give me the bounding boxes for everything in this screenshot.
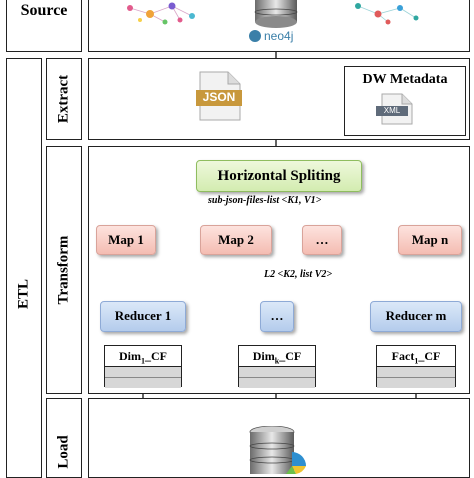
etl-label: ETL xyxy=(15,278,32,310)
graph-network-icon-2 xyxy=(355,3,419,25)
map-n-node: Map n xyxy=(398,225,462,255)
transform-label-box xyxy=(46,146,82,394)
fact-1-cf-label: Fact1_CF xyxy=(377,346,455,367)
horizontal-splitting-node: Horizontal Spliting xyxy=(196,160,362,192)
etl-label-box xyxy=(6,58,42,478)
extract-label: Extract xyxy=(55,74,72,124)
map-1-node: Map 1 xyxy=(96,225,156,255)
dim-k-cf-label: Dimk_CF xyxy=(239,346,315,367)
shuffle-label: L2 <K2, list V2> xyxy=(262,269,335,280)
load-label: Load xyxy=(55,435,72,469)
neo4j-logo-icon xyxy=(249,30,261,42)
json-file-icon xyxy=(196,71,242,121)
database-icon xyxy=(254,0,298,28)
reducer-m-node: Reducer m xyxy=(370,301,462,332)
dim-k-cf-store: Dimk_CF xyxy=(238,345,316,388)
source-label: Source xyxy=(20,2,68,19)
map-2-node: Map 2 xyxy=(200,225,272,255)
json-file-label: JSON xyxy=(202,90,236,104)
dw-metadata-title: DW Metadata xyxy=(362,72,448,87)
dim-1-cf-store: Dim1_CF xyxy=(104,345,182,388)
neo4j-label: neo4j xyxy=(264,29,294,43)
split-output-label: sub-json-files-list <K1, V1> xyxy=(208,195,322,206)
extract-label-box xyxy=(46,58,82,140)
transform-label: Transform xyxy=(55,235,72,305)
reducer-ellipsis-node: … xyxy=(260,301,294,332)
reducer-1-node: Reducer 1 xyxy=(100,301,186,332)
source-label-box xyxy=(6,0,82,52)
dim-1-cf-label: Dim1_CF xyxy=(105,346,181,367)
data-warehouse-icon xyxy=(249,426,306,474)
xml-file-icon xyxy=(376,93,413,125)
fact-1-cf-store: Fact1_CF xyxy=(376,345,456,388)
map-ellipsis-node: … xyxy=(302,225,342,255)
xml-file-label: XML xyxy=(383,106,401,115)
graph-network-icon xyxy=(127,2,195,25)
